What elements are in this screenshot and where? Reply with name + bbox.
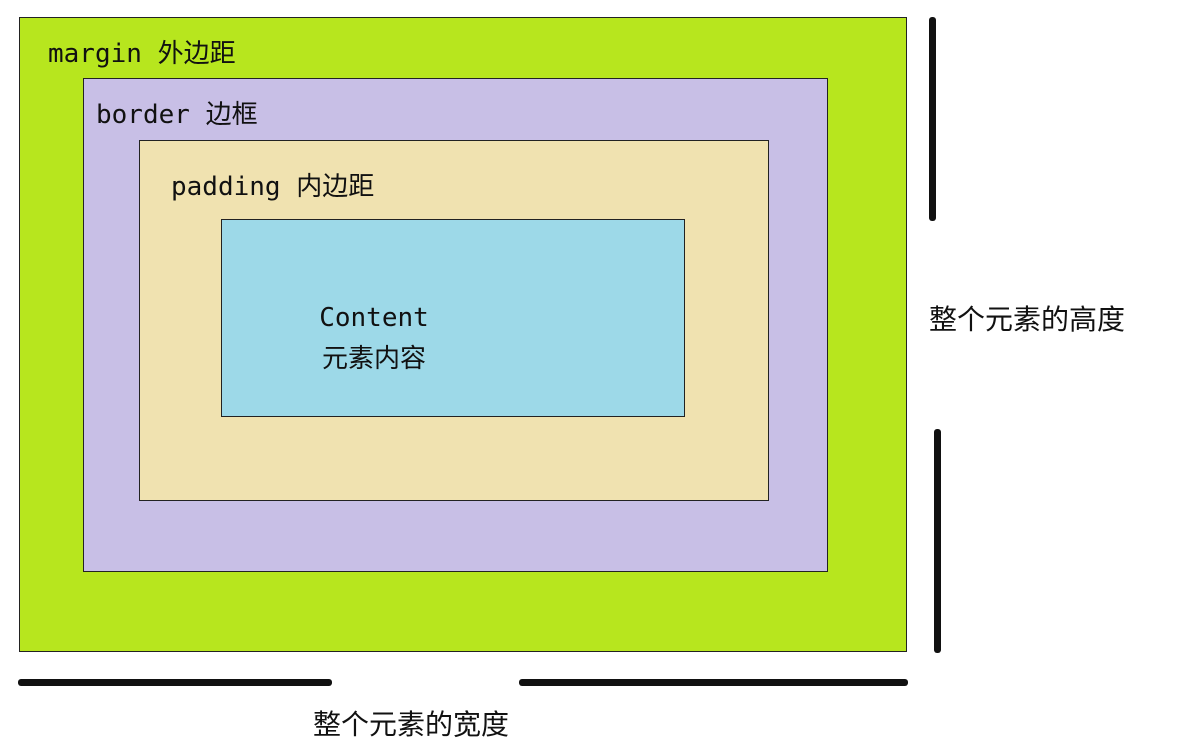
margin-label: margin 外边距 (48, 39, 236, 69)
content-label: Content (319, 303, 429, 333)
content-box (221, 219, 685, 417)
width-label: 整个元素的宽度 (313, 708, 510, 741)
content-label-zh: 元素内容 (321, 344, 426, 374)
height-bar-top (929, 17, 936, 221)
height-bar-bottom (934, 429, 941, 653)
width-bar-left (18, 679, 332, 686)
width-bar-right (519, 679, 908, 686)
border-label: border 边框 (96, 100, 258, 130)
height-label: 整个元素的高度 (929, 303, 1126, 336)
padding-label: padding 内边距 (171, 172, 375, 202)
